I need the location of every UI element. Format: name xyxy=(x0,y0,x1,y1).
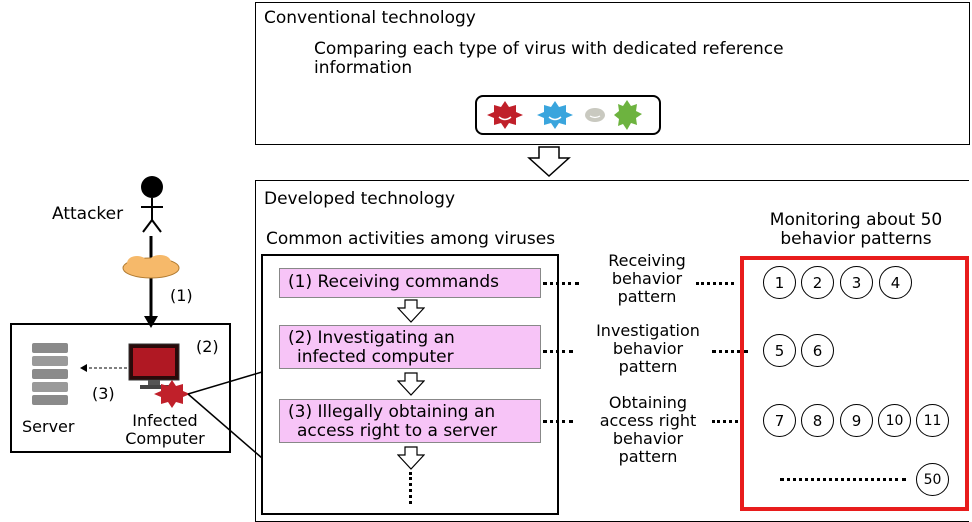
infected-computer-label: Infected Computer xyxy=(125,411,205,448)
pattern-circle: 2 xyxy=(801,266,834,299)
pattern-circle: 7 xyxy=(763,404,796,437)
step-3-box: (3) Illegally obtaining an access right … xyxy=(279,399,541,443)
virus-green-icon xyxy=(614,100,642,130)
virus-on-computer-icon xyxy=(154,380,190,408)
step-2-line1: (2) Investigating an xyxy=(288,328,455,348)
common-activities-title: Common activities among viruses xyxy=(266,229,556,249)
pattern-circle: 50 xyxy=(916,463,949,496)
connector-1b xyxy=(696,282,734,285)
connector-3a xyxy=(543,420,573,423)
pattern-circle: 6 xyxy=(801,334,834,367)
step-1-box: (1) Receiving commands xyxy=(279,268,541,298)
step-3-marker: (3) xyxy=(92,384,115,403)
pattern-circle: 1 xyxy=(763,266,796,299)
continuation-dots-vertical xyxy=(409,472,412,504)
step-1-marker: (1) xyxy=(170,286,193,305)
step-2-line2: infected computer xyxy=(297,347,454,368)
pattern-circle: 3 xyxy=(840,266,873,299)
cloud-icon xyxy=(122,255,180,279)
pattern-circle: 8 xyxy=(801,404,834,437)
pattern-1-label: Receiving behavior pattern xyxy=(608,251,686,306)
step-arrow-1 xyxy=(397,299,425,323)
connector-1a xyxy=(543,282,579,285)
developed-title: Developed technology xyxy=(264,189,456,209)
step-2-marker: (2) xyxy=(196,337,219,356)
server-icon xyxy=(32,343,68,405)
conventional-desc-line2: information xyxy=(314,58,413,78)
virus-blue-icon xyxy=(537,101,573,129)
attacker-icon xyxy=(141,176,163,233)
step-arrow-3 xyxy=(397,446,425,470)
pattern-3-label: Obtaining access right behavior pattern xyxy=(599,393,697,466)
virus-red-icon xyxy=(487,101,523,129)
pattern-circle: 11 xyxy=(916,404,949,437)
infected-computer-icon xyxy=(128,343,180,389)
step-3-line1: (3) Illegally obtaining an xyxy=(288,402,496,422)
attacker-label: Attacker xyxy=(52,204,124,224)
monitoring-label: Monitoring about 50 behavior patterns xyxy=(769,210,943,250)
conventional-desc-line1: Comparing each type of virus with dedica… xyxy=(314,39,784,59)
step-3-line2: access right to a server xyxy=(297,421,498,442)
virus-gray-icon xyxy=(585,108,605,122)
pattern-circle: 9 xyxy=(840,404,873,437)
pattern-circle: 4 xyxy=(879,266,912,299)
connector-2b xyxy=(712,350,748,353)
monitoring-box xyxy=(740,256,969,511)
pattern-circle: 10 xyxy=(878,404,911,437)
pattern-2-label: Investigation behavior pattern xyxy=(596,321,700,376)
more-patterns-dots xyxy=(780,478,906,481)
server-label: Server xyxy=(22,417,75,436)
virus-group xyxy=(475,95,661,135)
step-2-box: (2) Investigating an infected computer xyxy=(279,325,541,369)
conventional-title: Conventional technology xyxy=(264,8,476,28)
connector-2a xyxy=(543,350,573,353)
pattern-circle: 5 xyxy=(763,334,796,367)
step-arrow-2 xyxy=(397,372,425,396)
connector-3b xyxy=(712,420,744,423)
down-arrow-main xyxy=(527,146,571,178)
step-1-label: (1) Receiving commands xyxy=(288,272,499,293)
